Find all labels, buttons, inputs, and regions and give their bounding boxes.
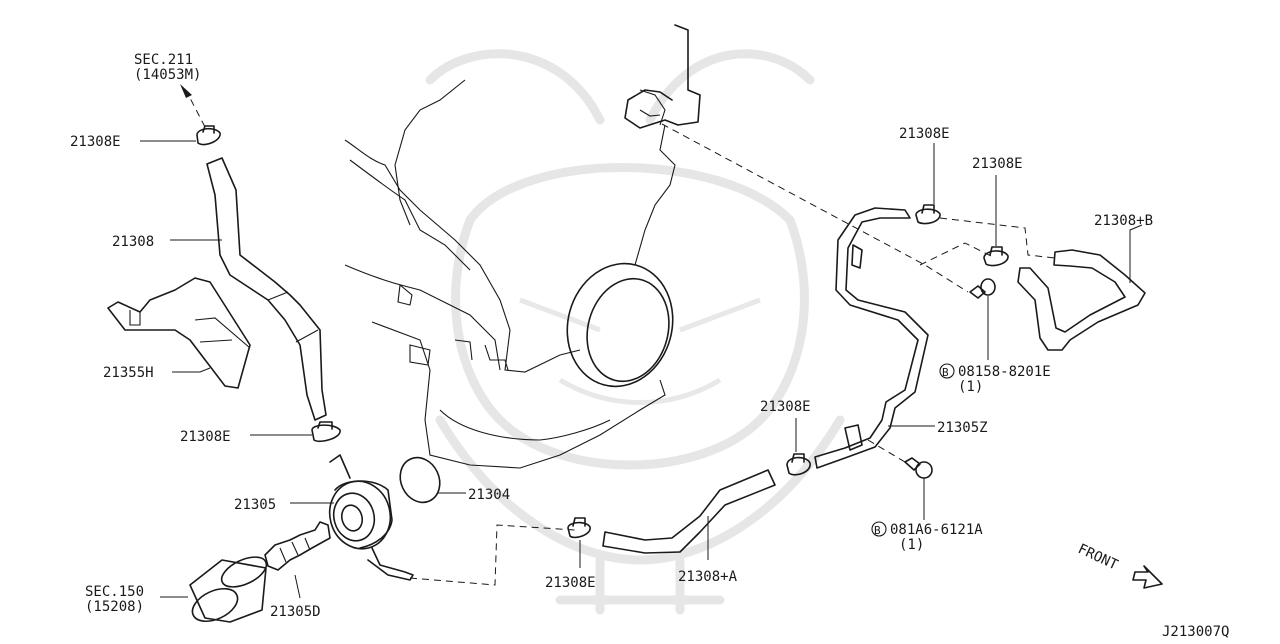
bolt-08158-part-label: 08158-8201E — [958, 364, 1051, 380]
oil-cooler-21305-label: 21305 — [234, 497, 276, 513]
pulley — [566, 262, 674, 388]
hose-21308-label: 21308 — [112, 234, 154, 250]
connector-21305d-label: 21305D — [270, 604, 321, 620]
sec211-label: SEC.211 — [134, 52, 193, 68]
bracket-21355h: 21355H — [103, 277, 251, 389]
clamp-mid-left: 21308E — [180, 421, 341, 445]
engine-block — [344, 79, 676, 469]
front-indicator: FRONT — [1075, 541, 1163, 589]
bolt-081a6-part-label: 081A6-6121A — [890, 522, 983, 538]
sec211-arrow-icon — [180, 84, 192, 98]
clamp-mid-left-label: 21308E — [180, 429, 231, 445]
gasket-21304: 21304 — [399, 456, 510, 504]
front-arrow-icon — [1132, 565, 1163, 589]
clamp-bottom: 21308E — [545, 517, 596, 591]
sec211-reference: SEC.211 (14053M) — [134, 52, 206, 128]
clamp-top-right-1-label: 21308E — [899, 126, 950, 142]
clamp-center-label: 21308E — [760, 399, 811, 415]
bolt-081a6-marker: B — [874, 524, 881, 537]
clamp-top-right-2-label: 21308E — [972, 156, 1023, 172]
pipe-21305z: 21305Z — [814, 207, 988, 469]
clamp-top-left-label: 21308E — [70, 134, 121, 150]
route-line-mid — [919, 242, 996, 266]
sec150-label: SEC.150 — [85, 584, 144, 600]
bolt-081a6: B 081A6-6121A (1) — [867, 439, 983, 553]
hose-21308-b: 21308+B — [1017, 213, 1153, 351]
clamp-top-left: 21308E — [70, 125, 221, 150]
hose-21308-a: 21308+A — [602, 469, 776, 585]
oil-filter: SEC.150 (15208) — [85, 556, 268, 623]
route-line-right — [939, 217, 1056, 259]
clamp-center: 21308E — [760, 399, 811, 476]
route-line-lower — [409, 524, 576, 586]
bolt-08158-qty: (1) — [958, 379, 983, 395]
bolt-081a6-qty: (1) — [899, 537, 924, 553]
diagram-id: J213007Q — [1162, 624, 1229, 639]
oil-cooler-21305: 21305 — [234, 454, 414, 581]
clamp-top-right-2: 21308E — [972, 156, 1023, 267]
bracket-21355h-label: 21355H — [103, 365, 154, 381]
clamp-top-right-1: 21308E — [899, 126, 950, 225]
route-line-upper — [661, 123, 969, 293]
intake-tube — [624, 24, 701, 129]
bolt-08158-marker: B — [942, 366, 949, 379]
pipe-21305z-label: 21305Z — [937, 420, 988, 436]
hose-21308-b-label: 21308+B — [1094, 213, 1153, 229]
sec150-part-label: (15208) — [85, 599, 144, 615]
bolt-081a6-marker-icon — [871, 521, 887, 537]
hose-21308: 21308 — [112, 157, 327, 421]
front-label: FRONT — [1075, 541, 1120, 574]
watermark-emblem — [425, 49, 845, 615]
bolt-08158: B 08158-8201E (1) — [939, 278, 1051, 395]
clamp-bottom-label: 21308E — [545, 575, 596, 591]
bolt-08158-marker-icon — [939, 363, 955, 379]
hose-21308-a-label: 21308+A — [678, 569, 738, 585]
sec211-part-label: (14053M) — [134, 67, 201, 83]
connector-21305d: 21305D — [264, 521, 331, 620]
gasket-21304-label: 21304 — [468, 487, 510, 503]
